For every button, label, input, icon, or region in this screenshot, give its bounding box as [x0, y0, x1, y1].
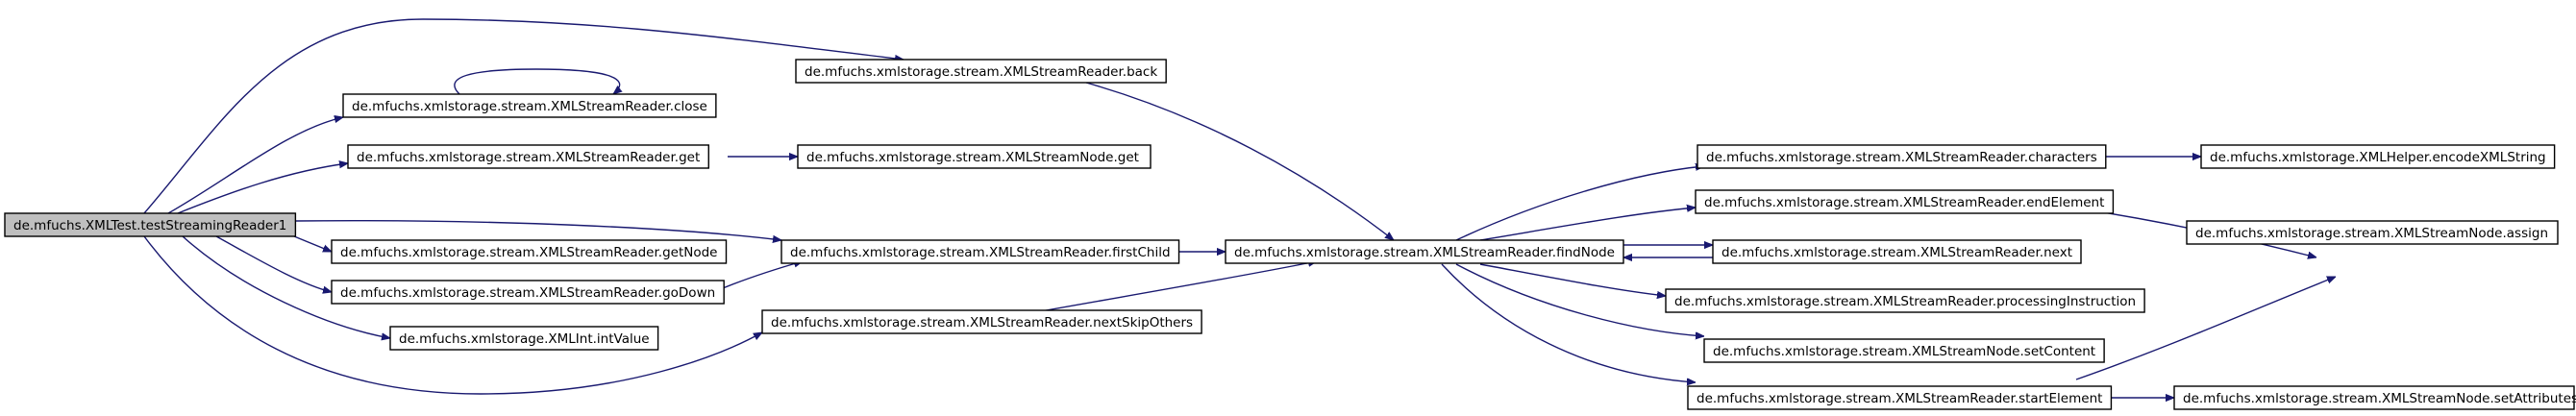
node-characters-label: de.mfuchs.xmlstorage.stream.XMLStreamRea…	[1706, 150, 2097, 165]
edge-root-intValue	[182, 235, 390, 338]
node-intValue-label: de.mfuchs.xmlstorage.XMLInt.intValue	[399, 331, 650, 347]
node-intValue[interactable]: de.mfuchs.xmlstorage.XMLInt.intValue	[389, 326, 659, 351]
node-setContent-label: de.mfuchs.xmlstorage.stream.XMLStreamNod…	[1713, 344, 2095, 359]
edge-startElement-assign	[2075, 276, 2336, 380]
node-processingInstruction[interactable]: de.mfuchs.xmlstorage.stream.XMLStreamRea…	[1665, 288, 2145, 313]
node-nextSkipOthers-label: de.mfuchs.xmlstorage.stream.XMLStreamRea…	[771, 315, 1193, 330]
edge-goDown-firstChild	[710, 261, 803, 294]
edge-root-getNode	[293, 235, 332, 253]
node-endElement-label: de.mfuchs.xmlstorage.stream.XMLStreamRea…	[1704, 195, 2104, 210]
edge-root-goDown	[215, 235, 332, 292]
node-back[interactable]: de.mfuchs.xmlstorage.stream.XMLStreamRea…	[795, 59, 1167, 84]
edge-root-nextSkipOthers	[143, 235, 762, 395]
node-root[interactable]: de.mfuchs.XMLTest.testStreamingReader1	[4, 212, 297, 237]
node-back-label: de.mfuchs.xmlstorage.stream.XMLStreamRea…	[805, 64, 1157, 80]
node-endElement[interactable]: de.mfuchs.xmlstorage.stream.XMLStreamRea…	[1695, 189, 2115, 214]
edge-root-get	[177, 163, 348, 214]
node-getNode[interactable]: de.mfuchs.xmlstorage.stream.XMLStreamRea…	[331, 239, 728, 264]
node-firstChild-label: de.mfuchs.xmlstorage.stream.XMLStreamRea…	[790, 245, 1171, 260]
node-characters[interactable]: de.mfuchs.xmlstorage.stream.XMLStreamRea…	[1697, 144, 2107, 169]
node-findNode-label: de.mfuchs.xmlstorage.stream.XMLStreamRea…	[1234, 245, 1615, 260]
node-encodeXMLString[interactable]: de.mfuchs.xmlstorage.XMLHelper.encodeXML…	[2200, 144, 2556, 169]
node-node-get[interactable]: de.mfuchs.xmlstorage.stream.XMLStreamNod…	[797, 144, 1152, 169]
edge-back-findNode	[1085, 82, 1394, 240]
edge-findNode-endElement	[1479, 208, 1696, 241]
node-close[interactable]: de.mfuchs.xmlstorage.stream.XMLStreamRea…	[342, 93, 717, 118]
node-findNode[interactable]: de.mfuchs.xmlstorage.stream.XMLStreamRea…	[1225, 239, 1624, 264]
node-encodeXMLString-label: de.mfuchs.xmlstorage.XMLHelper.encodeXML…	[2210, 150, 2546, 165]
node-goDown-label: de.mfuchs.xmlstorage.stream.XMLStreamRea…	[340, 285, 715, 301]
edges	[143, 18, 2336, 398]
node-startElement-label: de.mfuchs.xmlstorage.stream.XMLStreamRea…	[1697, 391, 2102, 406]
edge-root-firstChild	[293, 220, 781, 240]
node-getNode-label: de.mfuchs.xmlstorage.stream.XMLStreamRea…	[340, 245, 718, 260]
node-get[interactable]: de.mfuchs.xmlstorage.stream.XMLStreamRea…	[347, 144, 709, 169]
node-setAttributes-label: de.mfuchs.xmlstorage.stream.XMLStreamNod…	[2183, 391, 2576, 406]
edge-findNode-setContent	[1455, 263, 1704, 336]
node-next-label: de.mfuchs.xmlstorage.stream.XMLStreamRea…	[1721, 245, 2072, 260]
node-setContent[interactable]: de.mfuchs.xmlstorage.stream.XMLStreamNod…	[1703, 338, 2105, 363]
node-assign[interactable]: de.mfuchs.xmlstorage.stream.XMLStreamNod…	[2186, 220, 2559, 245]
edge-root-close	[167, 117, 343, 214]
node-firstChild[interactable]: de.mfuchs.xmlstorage.stream.XMLStreamRea…	[780, 239, 1180, 264]
node-next[interactable]: de.mfuchs.xmlstorage.stream.XMLStreamRea…	[1712, 239, 2082, 264]
node-goDown[interactable]: de.mfuchs.xmlstorage.stream.XMLStreamRea…	[331, 280, 725, 305]
node-close-label: de.mfuchs.xmlstorage.stream.XMLStreamRea…	[352, 99, 707, 114]
edge-nextSkipOthers-findNode	[1013, 261, 1317, 317]
edge-root-back	[143, 18, 904, 214]
node-setAttributes[interactable]: de.mfuchs.xmlstorage.stream.XMLStreamNod…	[2173, 385, 2576, 410]
node-startElement[interactable]: de.mfuchs.xmlstorage.stream.XMLStreamRea…	[1687, 385, 2113, 410]
node-nextSkipOthers[interactable]: de.mfuchs.xmlstorage.stream.XMLStreamRea…	[761, 309, 1202, 334]
node-assign-label: de.mfuchs.xmlstorage.stream.XMLStreamNod…	[2195, 226, 2548, 241]
node-node-get-label: de.mfuchs.xmlstorage.stream.XMLStreamNod…	[806, 150, 1139, 165]
edge-findNode-startElement	[1441, 263, 1696, 382]
edge-close-close	[454, 68, 620, 94]
node-processingInstruction-label: de.mfuchs.xmlstorage.stream.XMLStreamRea…	[1674, 294, 2136, 309]
node-root-label: de.mfuchs.XMLTest.testStreamingReader1	[13, 218, 286, 233]
edge-findNode-characters	[1455, 166, 1704, 241]
edge-findNode-processingInstruction	[1479, 263, 1666, 296]
node-get-label: de.mfuchs.xmlstorage.stream.XMLStreamRea…	[357, 150, 700, 165]
